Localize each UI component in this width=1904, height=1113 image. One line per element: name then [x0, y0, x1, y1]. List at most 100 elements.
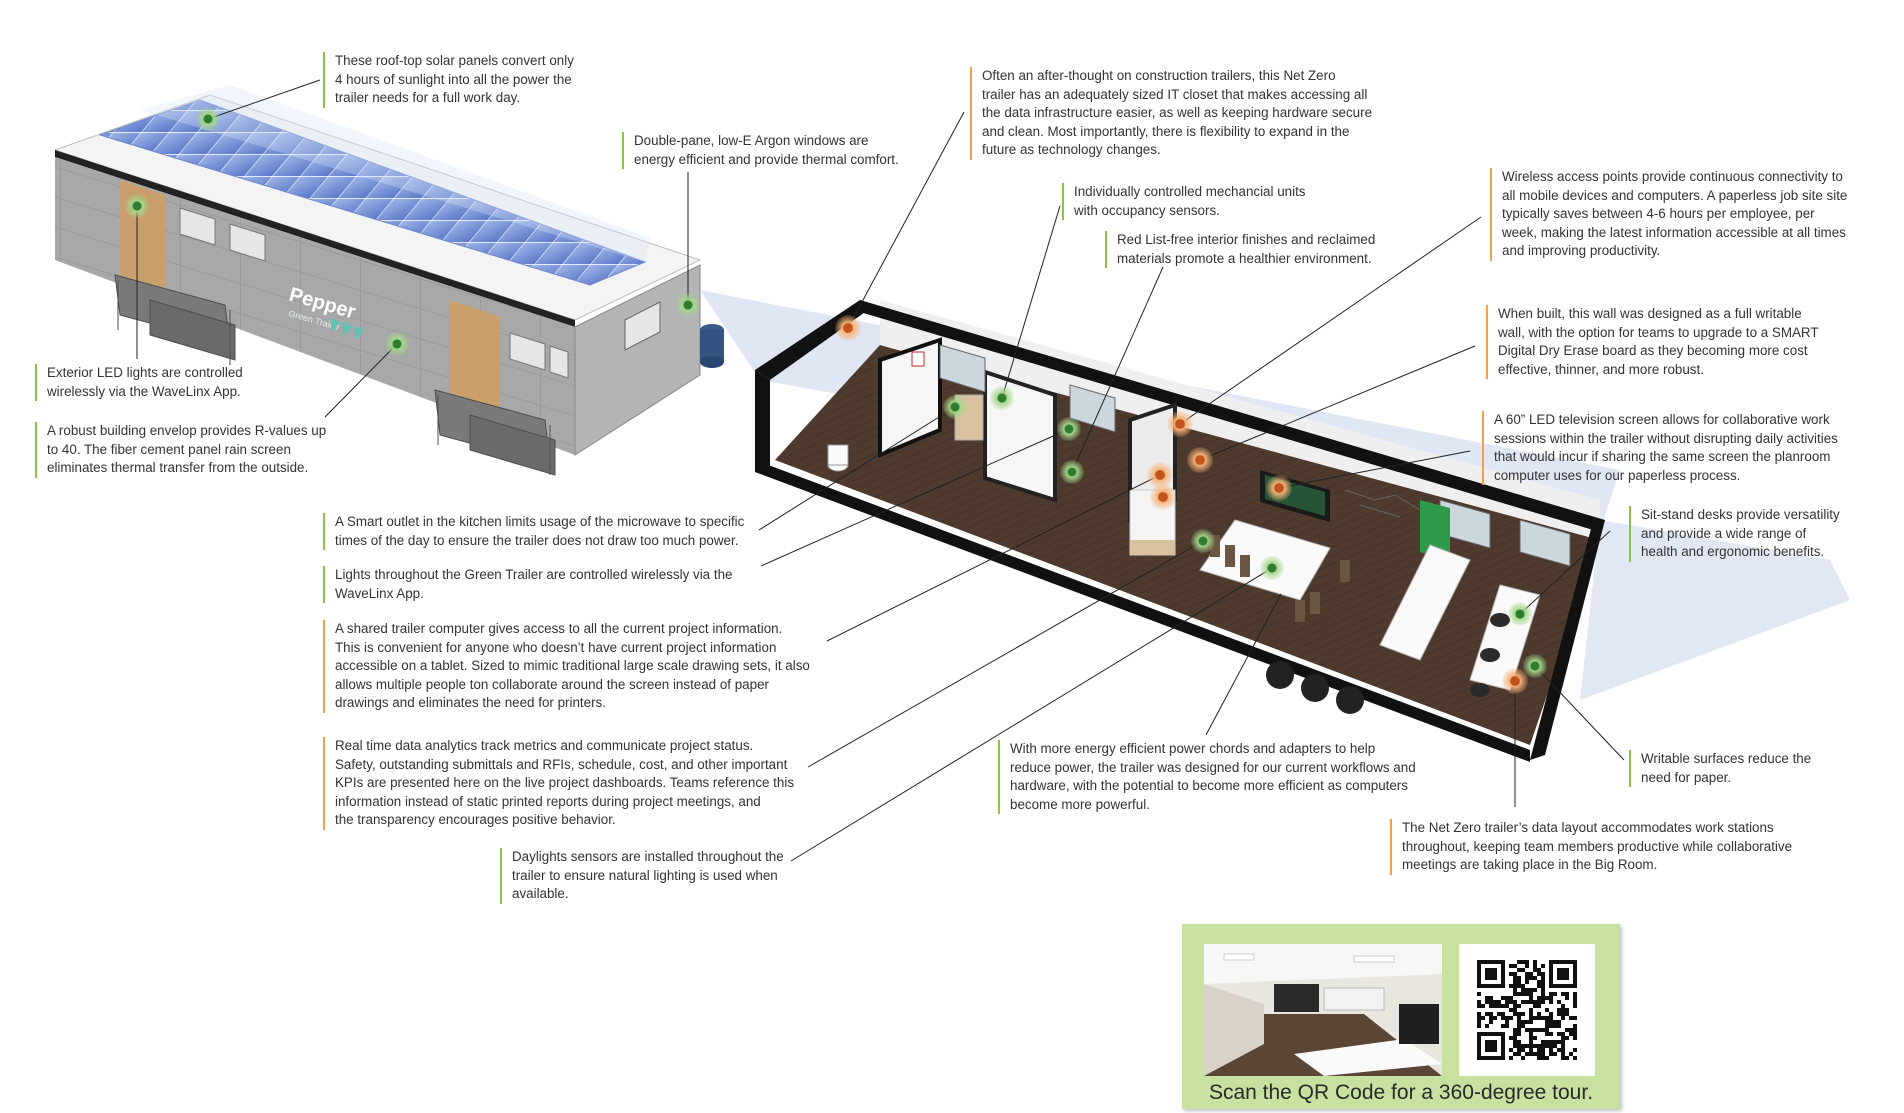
- callout-line: eliminates thermal transfer from the out…: [47, 460, 309, 476]
- callout-line: Exterior LED lights are controlled: [47, 365, 243, 380]
- callout-line: Double-pane, low-E Argon windows are: [634, 133, 869, 148]
- callout-daylight: Daylights sensors are installed througho…: [500, 848, 800, 904]
- trailer-door-right: [450, 300, 500, 410]
- callout-solar-panels: These roof-top solar panels convert only…: [323, 52, 613, 108]
- callout-line: and clean. Most importantly, there is fl…: [982, 123, 1350, 139]
- callout-line: Lights throughout the Green Trailer are …: [335, 567, 733, 582]
- callout-line: allows multiple people ton collaborate a…: [335, 676, 769, 692]
- marker-exterior-led: [125, 194, 149, 218]
- callout-writable-surfaces: Writable surfaces reduce the need for pa…: [1629, 750, 1859, 788]
- callout-line: health and ergonomic benefits.: [1641, 544, 1825, 560]
- callout-line: drawings and eliminates the need for pri…: [335, 695, 606, 711]
- callout-line: accessible on a tablet. Sized to mimic t…: [335, 658, 810, 674]
- callout-line: Sit-stand desks provide versatility: [1641, 507, 1840, 522]
- marker-shared-computer: [1147, 462, 1173, 488]
- marker-windows: [676, 293, 700, 317]
- feature-markers: [125, 107, 1547, 694]
- callout-analytics: Real time data analytics track metrics a…: [323, 737, 813, 830]
- marker-mech-units: [990, 386, 1014, 410]
- marker-sit-stand: [1508, 602, 1532, 626]
- callout-line: Wireless access points provide continuou…: [1502, 169, 1843, 184]
- callout-line: reduce power, the trailer was designed f…: [1010, 759, 1416, 775]
- callout-line: A shared trailer computer gives access t…: [335, 621, 783, 636]
- callout-line: need for paper.: [1641, 769, 1732, 785]
- callout-line: computer uses for our paperless process.: [1494, 467, 1741, 483]
- callout-line: Digital Dry Erase board as they becoming…: [1498, 343, 1808, 359]
- callout-power-chords: With more energy efficient power chords …: [998, 740, 1438, 815]
- callout-line: the transparency encourages positive beh…: [335, 812, 616, 828]
- callout-shared-computer: A shared trailer computer gives access t…: [323, 620, 823, 713]
- marker-led-tv: [1266, 475, 1292, 501]
- callout-line: effective, thinner, and more robust.: [1498, 361, 1704, 377]
- marker-smart-outlet: [943, 395, 967, 419]
- marker-wireless-ap: [1167, 411, 1193, 437]
- callout-line: with occupancy sensors.: [1074, 202, 1220, 218]
- callout-line: Safety, outstanding submittals and RFIs,…: [335, 756, 788, 772]
- callout-red-list: Red List-free interior finishes and recl…: [1105, 231, 1415, 269]
- callout-line: A robust building envelop provides R-val…: [47, 423, 327, 438]
- callout-line: A Smart outlet in the kitchen limits usa…: [335, 514, 745, 529]
- marker-it-closet: [835, 315, 861, 341]
- callout-line: information instead of static printed re…: [335, 793, 761, 809]
- callout-line: Red List-free interior finishes and recl…: [1117, 232, 1376, 247]
- callout-line: and improving productivity.: [1502, 243, 1661, 259]
- marker-envelope: [385, 332, 409, 356]
- callout-line: Individually controlled mechancial units: [1074, 184, 1306, 199]
- callout-line: throughout, keeping team members product…: [1402, 838, 1793, 854]
- callout-line: trailer needs for a full work day.: [335, 90, 521, 106]
- callout-line: When built, this wall was designed as a …: [1498, 306, 1802, 321]
- marker-writable-surfaces: [1523, 654, 1547, 678]
- callout-it-closet: Often an after-thought on construction t…: [970, 67, 1390, 160]
- callout-data-layout: The Net Zero trailer’s data layout accom…: [1390, 819, 1830, 875]
- callout-line: times of the day to ensure the trailer d…: [335, 532, 739, 548]
- interior-cutaway-trailer: [755, 300, 1850, 762]
- callout-line: week, making the latest information acce…: [1502, 224, 1846, 240]
- marker-data-layout: [1502, 668, 1528, 694]
- entry-stairs-left: [114, 274, 236, 365]
- marker-daylight: [1191, 529, 1215, 553]
- callout-line: 4 hours of sunlight into all the power t…: [335, 71, 572, 87]
- callout-line: This is convenient for anyone who doesn’…: [335, 639, 777, 655]
- marker-analytics: [1150, 484, 1176, 510]
- callout-line: and provide a wide range of: [1641, 525, 1807, 541]
- marker-solar: [196, 107, 220, 131]
- callout-wireless-ap: Wireless access points provide continuou…: [1490, 168, 1880, 261]
- callout-line: meetings are taking place in the Big Roo…: [1402, 857, 1658, 873]
- callout-line: wall, with the option for teams to upgra…: [1498, 324, 1819, 340]
- callout-mech-units: Individually controlled mechancial units…: [1062, 183, 1352, 221]
- callout-line: that would incur if sharing the same scr…: [1494, 449, 1831, 465]
- callout-line: future as technology changes.: [982, 142, 1161, 158]
- callout-line: These roof-top solar panels convert only: [335, 53, 574, 68]
- qr-code[interactable]: [1459, 944, 1595, 1076]
- marker-lights: [1057, 417, 1081, 441]
- interior-tour-photo: [1204, 944, 1442, 1076]
- callout-line: Real time data analytics track metrics a…: [335, 738, 754, 753]
- callout-line: KPIs are presented here on the live proj…: [335, 775, 795, 791]
- qr-caption: Scan the QR Code for a 360-degree tour.: [1208, 1081, 1594, 1104]
- callout-sit-stand: Sit-stand desks provide versatility and …: [1629, 506, 1879, 562]
- callout-writable-wall: When built, this wall was designed as a …: [1486, 305, 1866, 380]
- callout-line: to 40. The fiber cement panel rain scree…: [47, 441, 291, 457]
- callout-line: hardware, with the potential to become m…: [1010, 778, 1408, 794]
- callout-line: The Net Zero trailer’s data layout accom…: [1402, 820, 1774, 835]
- callout-led-tv: A 60” LED television screen allows for c…: [1482, 411, 1882, 486]
- entry-stairs-right: [434, 389, 556, 476]
- callout-lights: Lights throughout the Green Trailer are …: [323, 566, 783, 604]
- callout-line: sessions within the trailer without disr…: [1494, 430, 1838, 446]
- callout-line: wirelessly via the WaveLinx App.: [47, 383, 241, 399]
- callout-envelope: A robust building envelop provides R-val…: [35, 422, 345, 478]
- qr-tour-panel: Scan the QR Code for a 360-degree tour.: [1182, 924, 1620, 1109]
- marker-writable-wall: [1187, 447, 1213, 473]
- callout-line: the data infrastructure easier, as well …: [982, 105, 1373, 121]
- callout-windows: Double-pane, low-E Argon windows are ene…: [622, 132, 932, 170]
- callout-exterior-led: Exterior LED lights are controlled wirel…: [35, 364, 295, 402]
- leader-lines: [136, 79, 1625, 862]
- callout-line: materials promote a healthier environmen…: [1117, 250, 1372, 266]
- callout-line: WaveLinx App.: [335, 585, 424, 601]
- callout-line: Often an after-thought on construction t…: [982, 68, 1336, 83]
- callout-line: A 60” LED television screen allows for c…: [1494, 412, 1830, 427]
- callout-line: available.: [512, 886, 569, 902]
- callout-line: With more energy efficient power chords …: [1010, 741, 1376, 756]
